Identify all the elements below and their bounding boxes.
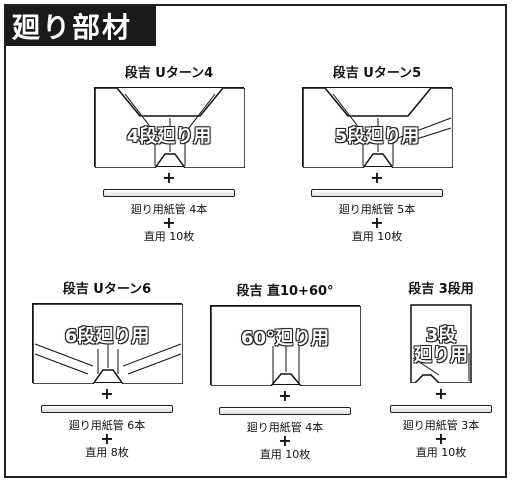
diagram-label: 6段廻り用 (64, 326, 150, 347)
diagram-label-line1: 3段 (425, 325, 457, 346)
plus-sign: + (278, 386, 292, 405)
uturn6-shape (33, 304, 183, 384)
product-3dan: 段吉 3段用 3段 廻り用 + 廻り用紙管 3本 + 直用 10枚 (386, 278, 496, 459)
uturn5-diagram: 5段廻り用 (302, 87, 453, 168)
uturn4-diagram: 4段廻り用 (94, 87, 245, 168)
plus-sign: + (434, 384, 448, 403)
content-frame: 廻り部材 段吉 Uターン4 4段廻り用 + 廻り用紙管 4本 + 直用 10枚 … (4, 4, 507, 478)
straight-count: 直用 10枚 (415, 446, 467, 459)
paper-tube (41, 405, 173, 413)
uturn5-shape (303, 88, 453, 168)
section-title: 廻り部材 (6, 6, 156, 46)
product-straight60: 段吉 直10+60° 60°廻り用 + 廻り用紙管 4本 + 直用 10枚 (210, 280, 361, 461)
diagram-label: 60°廻り用 (240, 328, 330, 349)
plus-sign: + (162, 168, 176, 187)
plus-sign: + (434, 429, 448, 448)
product-title: 段吉 3段用 (408, 282, 474, 297)
uturn6-diagram: 6段廻り用 (32, 303, 183, 384)
tube-count: 廻り用紙管 3本 (402, 419, 480, 432)
tube-count: 廻り用紙管 6本 (68, 419, 146, 432)
straight-count: 直用 10枚 (259, 448, 311, 461)
plus-sign: + (370, 168, 384, 187)
product-title: 段吉 Uターン5 (332, 66, 422, 81)
straight-count: 直用 10枚 (143, 230, 195, 243)
paper-tube (103, 189, 235, 197)
straight60-diagram: 60°廻り用 (210, 305, 361, 386)
plus-sign: + (100, 384, 114, 403)
plus-sign: + (162, 213, 176, 232)
product-title: 段吉 Uターン4 (124, 66, 214, 81)
plus-sign: + (370, 213, 384, 232)
plus-sign: + (278, 431, 292, 450)
3dan-shape (410, 304, 472, 383)
plus-sign: + (100, 429, 114, 448)
paper-tube (219, 407, 351, 415)
paper-tube (390, 405, 492, 413)
paper-tube (311, 189, 443, 197)
product-uturn6: 段吉 Uターン6 6段廻り用 + 廻り用紙管 6本 + 直用 8枚 (32, 278, 183, 459)
uturn4-shape (95, 88, 245, 168)
straight60-shape (211, 306, 361, 386)
3dan-diagram: 3段 廻り用 (409, 303, 473, 383)
diagram-label: 5段廻り用 (334, 126, 420, 147)
product-uturn5: 段吉 Uターン5 5段廻り用 + 廻り用紙管 5本 + 直用 10枚 (302, 62, 453, 243)
straight-count: 直用 8枚 (85, 446, 129, 459)
product-title: 段吉 直10+60° (236, 284, 334, 299)
diagram-label-line2: 廻り用 (414, 345, 468, 366)
tube-count: 廻り用紙管 4本 (246, 421, 324, 434)
product-uturn4: 段吉 Uターン4 4段廻り用 + 廻り用紙管 4本 + 直用 10枚 (94, 62, 245, 243)
tube-count: 廻り用紙管 4本 (130, 203, 208, 216)
product-title: 段吉 Uターン6 (62, 282, 152, 297)
diagram-label: 4段廻り用 (126, 126, 212, 147)
tube-count: 廻り用紙管 5本 (338, 203, 416, 216)
straight-count: 直用 10枚 (351, 230, 403, 243)
